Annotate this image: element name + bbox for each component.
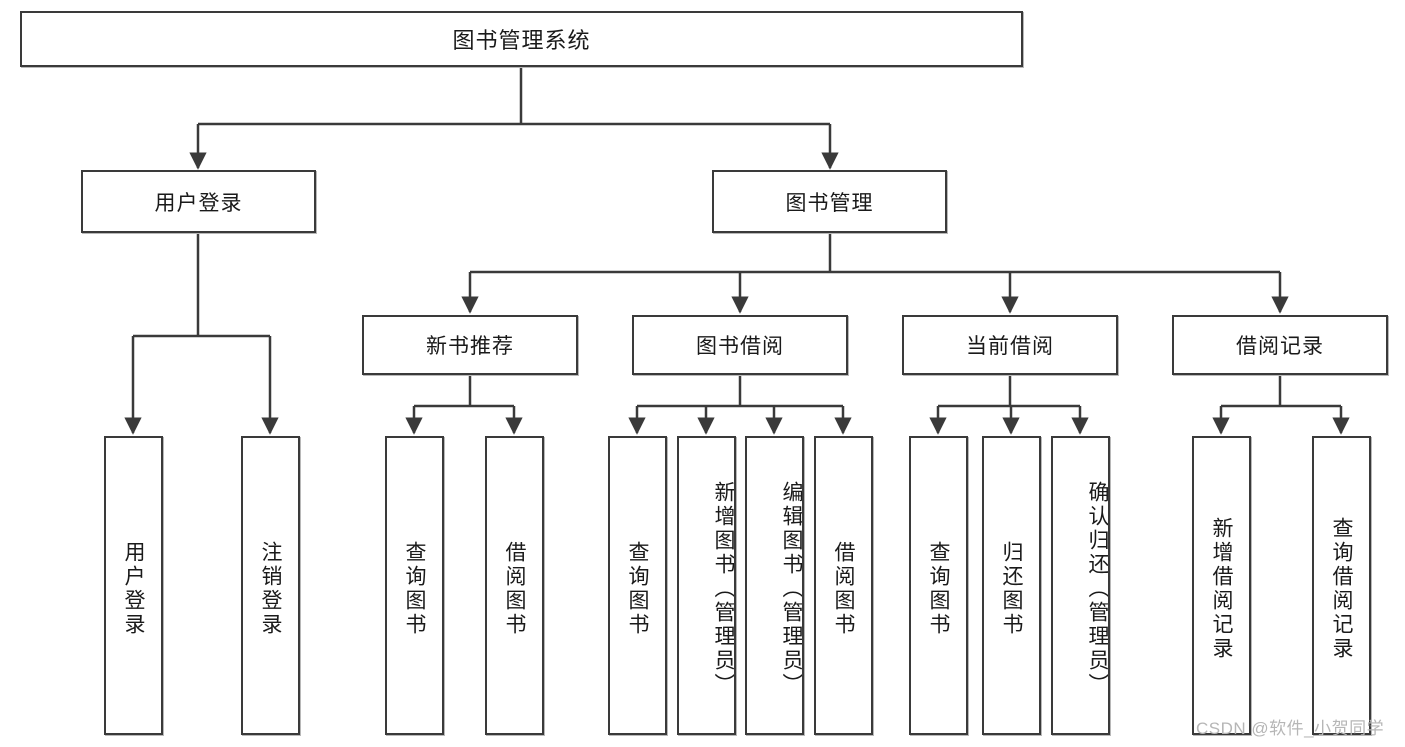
leaf-borrow-book[interactable]: 借阅图书 (814, 436, 873, 735)
node-current-borrow[interactable]: 当前借阅 (902, 315, 1118, 375)
node-book-management[interactable]: 图书管理 (712, 170, 947, 233)
node-borrow-record[interactable]: 借阅记录 (1172, 315, 1388, 375)
leaf-borrow-book-recommend[interactable]: 借阅图书 (485, 436, 544, 735)
leaf-user-login[interactable]: 用户登录 (104, 436, 163, 735)
node-user-login[interactable]: 用户登录 (81, 170, 316, 233)
leaf-query-borrow-record[interactable]: 查询借阅记录 (1312, 436, 1371, 735)
leaf-query-book-recommend[interactable]: 查询图书 (385, 436, 444, 735)
node-new-book-recommend[interactable]: 新书推荐 (362, 315, 578, 375)
csdn-watermark: CSDN @软件_小贺同学 (1196, 719, 1385, 738)
leaf-edit-book-admin[interactable]: 编辑图书（管理员） (745, 436, 804, 735)
node-root[interactable]: 图书管理系统 (20, 11, 1023, 67)
leaf-add-book-admin[interactable]: 新增图书（管理员） (677, 436, 736, 735)
leaf-add-borrow-record[interactable]: 新增借阅记录 (1192, 436, 1251, 735)
node-book-borrow[interactable]: 图书借阅 (632, 315, 848, 375)
leaf-confirm-return-admin[interactable]: 确认归还（管理员） (1051, 436, 1110, 735)
leaf-return-book[interactable]: 归还图书 (982, 436, 1041, 735)
leaf-query-book-borrow[interactable]: 查询图书 (608, 436, 667, 735)
leaf-logout[interactable]: 注销登录 (241, 436, 300, 735)
leaf-query-book-current[interactable]: 查询图书 (909, 436, 968, 735)
